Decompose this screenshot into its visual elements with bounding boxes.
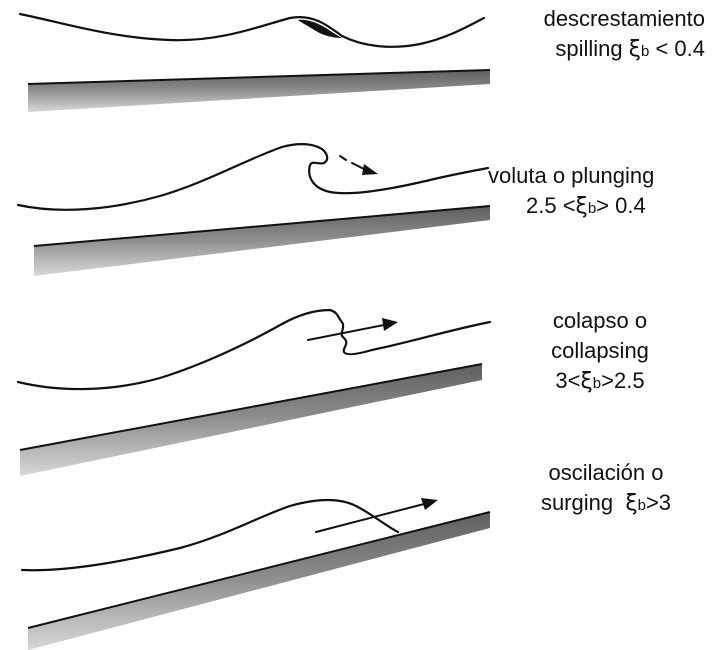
label-collapsing-condition: 3<ξb>2.5: [520, 366, 680, 399]
beach-slope-3: [20, 364, 482, 476]
surge-arrow-shaft: [316, 504, 424, 532]
label-plunging-es: voluta o plunging: [488, 161, 654, 191]
label-collapsing-es: colapso o: [520, 306, 680, 336]
label-plunging: voluta o plunging 2.5 <ξb> 0.4: [488, 161, 654, 224]
wave-profile-1: [20, 14, 484, 47]
panel-spilling: [20, 14, 490, 112]
surge-arrow-head: [421, 498, 438, 510]
label-collapsing: colapso o collapsing 3<ξb>2.5: [520, 306, 680, 399]
label-spilling: descrestamiento spilling ξb < 0.4: [544, 4, 705, 67]
label-spilling-es: descrestamiento: [544, 4, 705, 34]
plunge-arrow-head: [362, 164, 378, 175]
beach-line-4: [28, 512, 490, 628]
collapse-arrow-shaft: [308, 325, 384, 340]
plunge-arrow-shaft: [340, 156, 366, 170]
label-plunging-condition: 2.5 <ξb> 0.4: [488, 191, 654, 224]
label-spilling-condition: spilling ξb < 0.4: [544, 34, 705, 67]
label-surging-es: oscilación o: [508, 458, 704, 488]
collapse-arrow-head: [382, 318, 398, 331]
label-surging: oscilación o surging ξb>3: [508, 458, 704, 521]
panel-collapsing: [18, 310, 490, 476]
label-surging-condition: surging ξb>3: [508, 488, 704, 521]
panel-surging: [22, 498, 490, 650]
label-collapsing-en: collapsing: [520, 336, 680, 366]
wave-profile-2: [18, 144, 488, 210]
panel-plunging: [18, 144, 490, 276]
beach-slope-4: [28, 512, 490, 650]
beach-line-3: [20, 364, 482, 450]
